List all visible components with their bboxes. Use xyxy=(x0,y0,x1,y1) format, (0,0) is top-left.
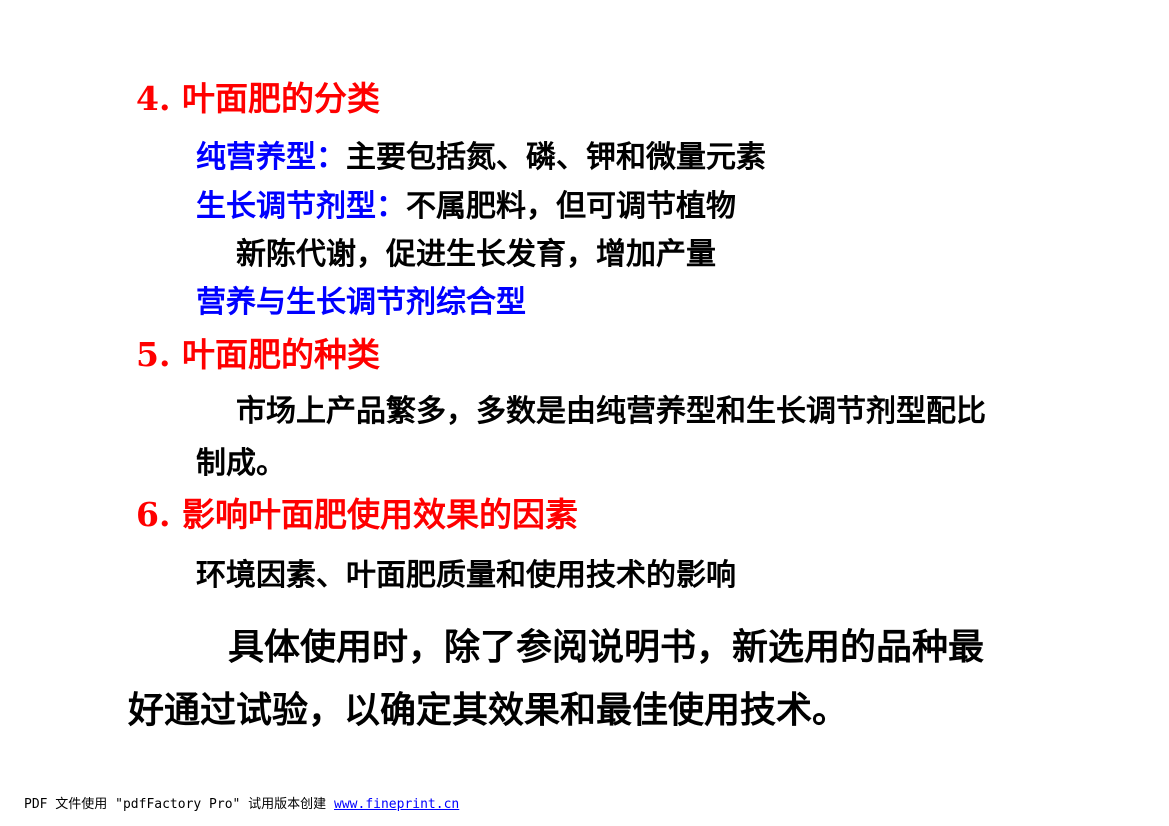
section4-heading: 4. 叶面肥的分类 xyxy=(136,79,380,118)
pdf-footer: PDF 文件使用 "pdfFactory Pro" 试用版本创建 www.fin… xyxy=(24,793,459,812)
closing-line-2: 好通过试验，以确定其效果和最佳使用技术。 xyxy=(128,690,849,731)
item-text: 不属肥料，但可调节植物 xyxy=(406,189,736,224)
section4-item-3: 新陈代谢，促进生长发育，增加产量 xyxy=(236,240,716,270)
section5-heading: 5. 叶面肥的种类 xyxy=(136,335,380,374)
section5-line-1: 市场上产品繁多，多数是由纯营养型和生长调节剂型配比 xyxy=(236,394,986,429)
section4-item-2: 生长调节剂型：不属肥料，但可调节植物 xyxy=(196,192,736,222)
section4-item-4: 营养与生长调节剂综合型 xyxy=(196,288,526,318)
item-text: 新陈代谢，促进生长发育，增加产量 xyxy=(236,237,716,272)
fineprint-link[interactable]: www.fineprint.cn xyxy=(334,797,460,812)
item-text: 主要包括氮、磷、钾和微量元素 xyxy=(346,140,766,175)
section6-heading: 6. 影响叶面肥使用效果的因素 xyxy=(136,495,578,534)
closing-line-1: 具体使用时，除了参阅说明书，新选用的品种最 xyxy=(228,627,985,668)
item-label: 营养与生长调节剂综合型 xyxy=(196,285,526,320)
footer-text: PDF 文件使用 "pdfFactory Pro" 试用版本创建 xyxy=(24,797,335,812)
item-label: 纯营养型： xyxy=(196,140,346,175)
item-label: 生长调节剂型： xyxy=(196,189,406,224)
section4-item-1: 纯营养型：主要包括氮、磷、钾和微量元素 xyxy=(196,143,766,173)
section5-line-2: 制成。 xyxy=(196,446,286,481)
section6-text: 环境因素、叶面肥质量和使用技术的影响 xyxy=(196,558,736,593)
